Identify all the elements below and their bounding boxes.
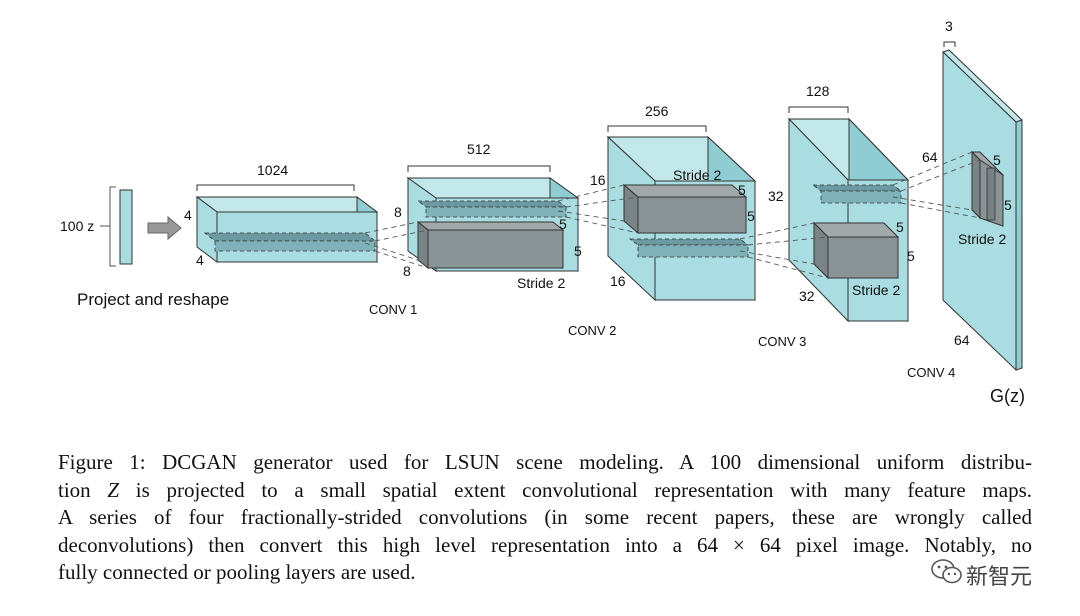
conv4-block: 3 64 64 5 5 Stride 2 CONV 4 G(z)	[907, 18, 1025, 406]
input-vector: 100 z Project and reshape	[60, 186, 229, 309]
conv4-label: CONV 4	[907, 365, 955, 380]
conv3-height: 32	[768, 188, 784, 204]
caption-line-5: fully connected or pooling layers are us…	[58, 560, 416, 584]
conv2-width: 16	[610, 273, 626, 289]
conv3-stride: Stride 2	[852, 282, 900, 298]
conv2-kernel-w: 5	[747, 208, 755, 224]
project-caption: Project and reshape	[77, 290, 229, 309]
connector-lines	[364, 151, 981, 279]
conv4-kernel-h: 5	[993, 152, 1001, 168]
architecture-diagram: 100 z Project and reshape 1024 4 4	[60, 18, 1025, 406]
caption-line-2: tion Z is projected to a small spatial e…	[58, 477, 1032, 505]
conv3-channels: 128	[806, 83, 830, 99]
caption-line-2-start: tion	[58, 477, 108, 502]
conv3-label: CONV 3	[758, 334, 806, 349]
caption-line-1: Figure 1: DCGAN generator used for LSUN …	[58, 450, 1032, 474]
conv1-height: 8	[394, 204, 402, 220]
conv1-width: 8	[403, 263, 411, 279]
conv2-block: 256 16 16 5 5 Stride 2 CONV 2	[568, 103, 757, 338]
project-channels: 1024	[257, 162, 288, 178]
caption-var-z: Z	[107, 477, 120, 502]
conv1-channels: 512	[467, 141, 491, 157]
conv2-channels: 256	[645, 103, 669, 119]
output-label: G(z)	[990, 386, 1025, 406]
conv2-height: 16	[590, 172, 606, 188]
conv3-kernel-w: 5	[907, 248, 915, 264]
conv4-stride: Stride 2	[958, 231, 1006, 247]
caption-line-2-rest: is projected to a small spatial extent c…	[119, 477, 1033, 502]
conv1-stride: Stride 2	[517, 275, 565, 291]
project-width: 4	[196, 252, 204, 268]
conv4-kernel-w: 5	[1004, 197, 1012, 213]
caption-line-3: A series of four fractionally-strided co…	[58, 505, 1032, 529]
conv4-height: 64	[922, 149, 938, 165]
conv2-stride: Stride 2	[673, 167, 721, 183]
input-label: 100 z	[60, 218, 94, 234]
project-block: 1024 4 4	[184, 162, 379, 268]
figure-caption: Figure 1: DCGAN generator used for LSUN …	[58, 449, 1032, 587]
conv2-label: CONV 2	[568, 323, 616, 338]
conv3-block: 128 32 32 5 5 Stride 2 CONV 3	[758, 83, 915, 349]
conv4-channels: 3	[945, 18, 953, 34]
watermark-text: 新智元	[966, 565, 1033, 590]
conv1-kernel-h: 5	[559, 216, 567, 232]
conv1-block: 512 8 8 5 5 Stride 2 CONV 1	[369, 141, 582, 317]
conv2-kernel-h: 5	[738, 182, 746, 198]
conv4-width: 64	[954, 332, 970, 348]
conv3-width: 32	[799, 288, 815, 304]
conv3-kernel-h: 5	[896, 219, 904, 235]
caption-line-4: deconvolutions) then convert this high l…	[58, 532, 1032, 557]
conv1-label: CONV 1	[369, 302, 417, 317]
wechat-icon	[931, 559, 962, 584]
project-height: 4	[184, 207, 192, 223]
project-arrow	[147, 215, 182, 241]
conv1-kernel-w: 5	[574, 243, 582, 259]
watermark: 新智元	[930, 557, 1060, 591]
